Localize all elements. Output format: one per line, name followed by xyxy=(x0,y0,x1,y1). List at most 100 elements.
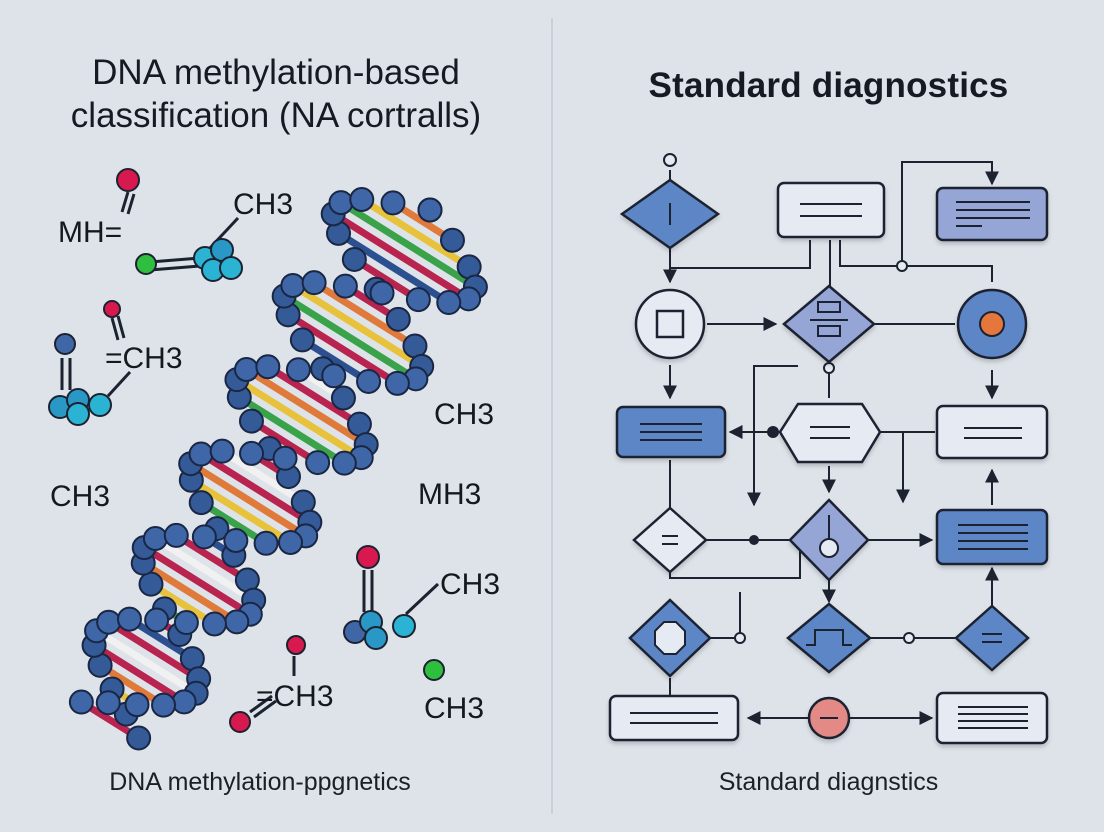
base-pair-rung xyxy=(187,460,310,540)
standard-diagnostics-panel: Standard diagnostics xyxy=(553,0,1104,832)
backbone-bead xyxy=(356,368,382,394)
backbone-bead xyxy=(142,525,168,551)
oxygen-atom-icon xyxy=(286,635,306,655)
oxygen-atom-icon xyxy=(356,545,380,569)
base-pair-rung xyxy=(139,559,241,626)
dna-title-line1: DNA methylation-based xyxy=(92,53,460,92)
base-pair-rung xyxy=(197,450,314,526)
backbone-bead xyxy=(223,527,249,553)
base-pair-rung xyxy=(233,376,365,462)
backbone-bead xyxy=(209,438,235,464)
backbone-bead xyxy=(277,529,303,555)
backbone-bead xyxy=(239,440,265,466)
backbone-bead xyxy=(405,287,431,313)
chem-label-ch3: CH3 xyxy=(424,692,485,725)
backbone-bead xyxy=(436,290,462,316)
backbone-bead xyxy=(439,227,465,253)
backbone-bead xyxy=(385,306,411,332)
flow-decision-check xyxy=(788,498,870,582)
base-pair-rung xyxy=(329,210,473,303)
molecule-structures xyxy=(48,168,445,733)
base-pair-rung xyxy=(298,336,373,385)
flow-process-box xyxy=(776,181,886,239)
backbone-bead xyxy=(321,363,347,389)
backbone-bead xyxy=(234,357,260,383)
backbone-bead xyxy=(171,689,197,715)
backbone-bead xyxy=(124,692,150,718)
flow-decision-hierarchy xyxy=(782,284,876,364)
dna-panel-title: DNA methylation-based classification (NA… xyxy=(0,52,552,137)
backbone-bead xyxy=(224,609,250,635)
flow-document-box xyxy=(935,691,1049,745)
base-pair-rung xyxy=(280,292,420,383)
oxygen-atom-icon xyxy=(103,300,121,318)
chem-label-ch3: CH3 xyxy=(50,480,111,513)
backbone-bead xyxy=(238,408,264,434)
dna-panel-caption: DNA methylation-ppgnetics xyxy=(109,768,411,796)
base-pair-rung xyxy=(90,641,188,706)
base-pair-rung xyxy=(187,476,294,546)
flow-process-box xyxy=(935,404,1049,460)
dna-methylation-panel: DNA methylation-based classification (NA… xyxy=(0,52,552,796)
molecule-bottom-right xyxy=(343,545,440,650)
flow-stop-node xyxy=(634,288,706,360)
dna-double-helix xyxy=(68,186,488,751)
flow-decision-start xyxy=(619,178,721,250)
backbone-bead xyxy=(332,273,358,299)
chem-label-mh: MH= xyxy=(58,216,123,249)
molecule-top-left xyxy=(116,168,243,282)
base-pair-rung xyxy=(289,281,426,370)
dna-helix-illustration xyxy=(48,168,488,751)
base-pair-rung xyxy=(284,311,401,387)
base-pair-rung xyxy=(358,195,473,271)
base-pair-rung xyxy=(105,618,203,683)
backbone-bead xyxy=(272,445,298,471)
backbone-bead xyxy=(191,524,217,550)
chem-label-ch3: =CH3 xyxy=(105,342,183,375)
backbone-bead xyxy=(384,370,410,396)
atom-icon xyxy=(135,253,157,275)
backbone-bead xyxy=(285,357,311,383)
base-pair-rung xyxy=(247,417,322,467)
chem-label-mh3: MH3 xyxy=(418,478,482,511)
backbone-bead xyxy=(380,190,406,216)
diagnostics-panel-caption: Standard diagnstics xyxy=(718,768,939,796)
backbone-bead xyxy=(289,327,315,353)
flow-process-box xyxy=(615,405,727,459)
molecule-mid-left xyxy=(48,300,132,426)
flow-target-node xyxy=(956,288,1028,360)
oxygen-atom-icon xyxy=(116,168,140,192)
backbone-bead xyxy=(253,530,279,556)
base-pair-rung xyxy=(310,279,419,350)
panel-divider xyxy=(551,18,553,814)
backbone-bead xyxy=(349,186,375,212)
backbone-bead xyxy=(144,607,170,633)
base-pair-rung xyxy=(140,544,254,618)
backbone-bead xyxy=(369,280,395,306)
base-pair-rung xyxy=(172,531,251,584)
base-pair-rung xyxy=(218,447,307,506)
backbone-bead xyxy=(305,450,331,476)
backbone-bead xyxy=(68,689,94,715)
flow-document-box xyxy=(935,186,1049,242)
backbone-bead xyxy=(163,522,189,548)
backbone-bead xyxy=(138,571,164,597)
backbone-bead xyxy=(201,611,227,637)
backbone-bead xyxy=(188,490,214,516)
flow-decision-equal xyxy=(954,604,1030,672)
base-pair-rung xyxy=(350,255,422,304)
base-pair-rung xyxy=(337,199,479,291)
base-pair-rung xyxy=(335,229,453,307)
backbone-bead xyxy=(116,606,142,632)
junction-dots xyxy=(663,153,915,644)
base-pair-rung xyxy=(197,499,270,547)
flow-merge-node xyxy=(807,696,851,740)
base-pair-rung xyxy=(264,363,363,428)
backbone-bead xyxy=(301,270,327,296)
chem-label-ch3: CH3 xyxy=(233,188,294,221)
backbone-bead xyxy=(151,692,177,718)
chem-label-ch3: =CH3 xyxy=(256,680,334,713)
flow-decision-equal xyxy=(632,506,708,574)
chem-label-ch3: CH3 xyxy=(440,568,501,601)
backbone-bead xyxy=(280,272,306,298)
